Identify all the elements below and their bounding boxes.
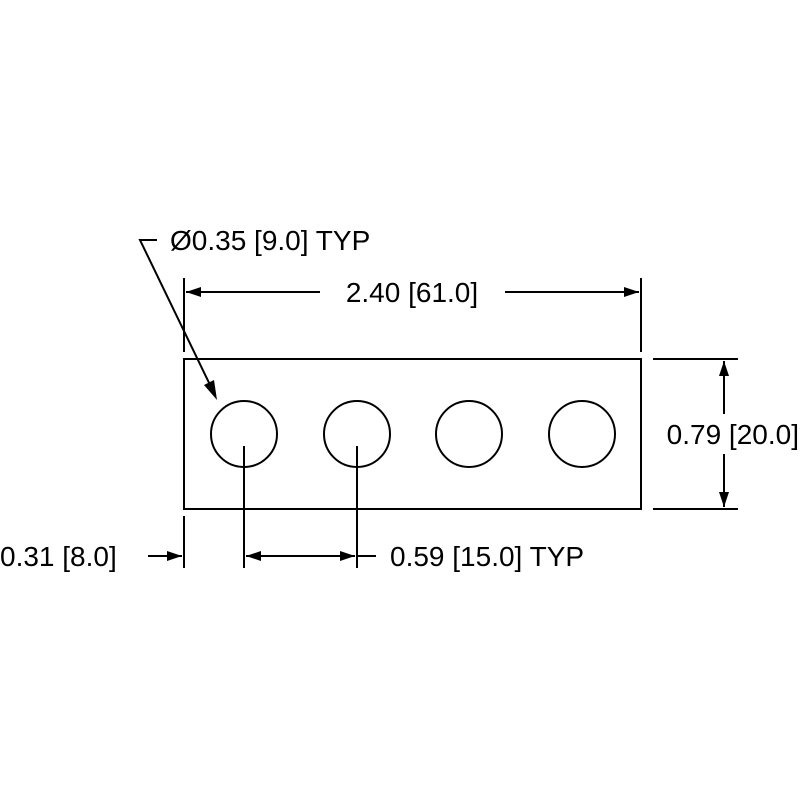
length-arrowhead-left: [186, 287, 201, 297]
hole-diameter-label: Ø0.35 [9.0] TYP: [170, 225, 370, 256]
height-arrowhead-top: [719, 361, 729, 376]
overall-length-label: 2.40 [61.0]: [346, 277, 478, 308]
hole-pitch-label: 0.59 [15.0] TYP: [390, 541, 584, 572]
pitch-arrowhead-left: [246, 551, 261, 561]
hole-pitch-dimension: 0.59 [15.0] TYP: [243, 446, 584, 572]
overall-height-dimension: 0.79 [20.0]: [653, 358, 799, 510]
plate-outline: [183, 358, 642, 510]
edge-offset-label: 0.31 [8.0]: [0, 541, 117, 572]
diameter-leader-arrowhead: [204, 380, 217, 400]
length-arrowhead-right: [624, 287, 639, 297]
overall-length-dimension: 2.40 [61.0]: [183, 277, 642, 352]
holes: [210, 400, 616, 468]
edge-offset-dimension: 0.31 [8.0]: [0, 516, 185, 572]
hole-4: [548, 400, 616, 468]
height-arrowhead-bottom: [719, 492, 729, 507]
overall-height-label: 0.79 [20.0]: [667, 419, 799, 450]
diameter-leader-line: [138, 239, 213, 390]
edge-offset-arrowhead: [167, 551, 182, 561]
hole-diameter-callout: Ø0.35 [9.0] TYP: [138, 225, 370, 400]
hole-3: [435, 400, 503, 468]
pitch-arrowhead-right: [340, 551, 355, 561]
